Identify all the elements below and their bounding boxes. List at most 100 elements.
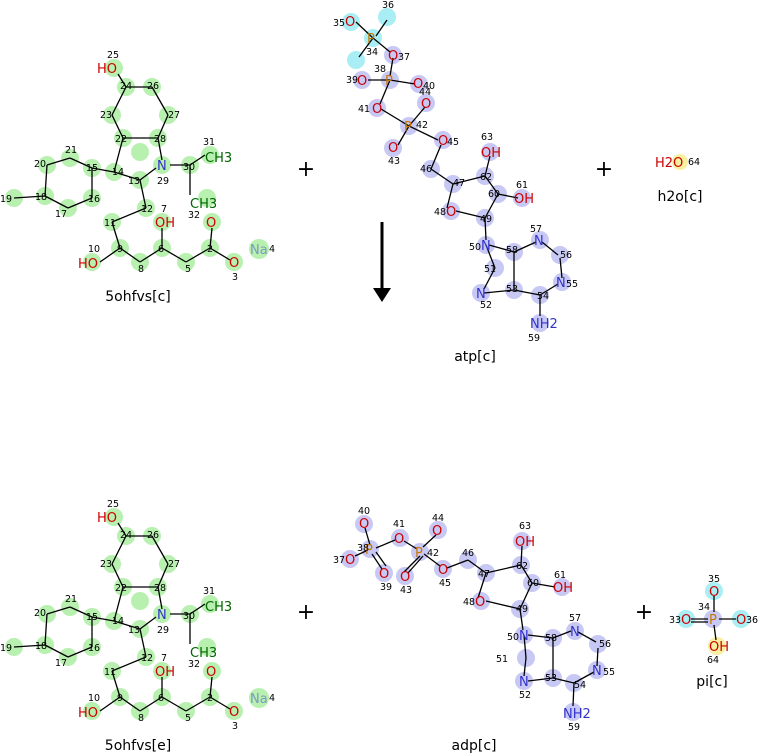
atom-label: Na <box>250 243 268 258</box>
atom-label: O <box>372 102 382 117</box>
atom-number: 58 <box>545 633 557 644</box>
atom-number: 28 <box>154 583 166 594</box>
molecule-pi-c: 35 O 34 P 33 O O 36 OH 64 pi[c] <box>669 574 758 690</box>
atom-label: OH <box>514 192 534 207</box>
atom-number: 53 <box>545 673 557 684</box>
atom-number: 45 <box>439 578 451 589</box>
atom-number: 3 <box>232 721 238 732</box>
atom-number: 49 <box>480 214 492 225</box>
plus-sign: + <box>635 600 653 625</box>
atom-label: O <box>359 517 369 532</box>
atom-number: 38 <box>374 64 386 75</box>
atom-number: 54 <box>574 680 586 691</box>
atom-number: 57 <box>530 224 542 235</box>
atom-number: 6 <box>158 244 164 255</box>
atom-number: 64 <box>707 655 719 666</box>
atom-label: P <box>367 32 375 47</box>
atom-number: 51 <box>496 654 508 665</box>
atom-number: 13 <box>128 176 140 187</box>
atom-label: CH3 <box>205 151 232 166</box>
atom-label: P <box>385 74 393 89</box>
plus-sign: + <box>297 157 315 182</box>
atom-number: 14 <box>112 616 124 627</box>
atom-label: CH3 <box>190 646 217 661</box>
atom-label: Na <box>250 692 268 707</box>
molecule-label-h2o-c: h2o[c] <box>658 189 703 205</box>
atom-number: 29 <box>157 625 169 636</box>
molecule-adp-c: O 40 O 41 O 44 P 38 P 42 O 37 O 39 O 43 … <box>333 506 615 754</box>
atom-number: 52 <box>480 300 492 311</box>
atom-number: 39 <box>380 582 392 593</box>
atom-number: 62 <box>516 561 528 572</box>
atom-number: 58 <box>506 245 518 256</box>
atom-number: 60 <box>488 189 500 200</box>
atom-number: 62 <box>480 172 492 183</box>
atom-label: N <box>476 287 486 302</box>
atom-label: CH3 <box>205 600 232 615</box>
atom-number: 56 <box>599 639 611 650</box>
atom-number: 20 <box>34 608 46 619</box>
atom-number: 44 <box>419 87 431 98</box>
atom-number: 50 <box>507 632 519 643</box>
atom-number: 8 <box>138 713 144 724</box>
atom-number: 42 <box>427 548 439 559</box>
atom-label: P <box>709 613 717 628</box>
atom-label: N <box>519 629 529 644</box>
atom-label: O <box>388 141 398 156</box>
atom-number: 2 <box>207 693 213 704</box>
atom-number: 10 <box>88 693 100 704</box>
atom-number: 59 <box>528 333 540 344</box>
atom-number: 26 <box>147 530 159 541</box>
atom-label: P <box>404 120 412 135</box>
atom-number: 30 <box>183 162 195 173</box>
atom-number: 21 <box>65 594 77 605</box>
atom-number: 5 <box>185 264 191 275</box>
atom-label: NH2 <box>563 707 591 722</box>
atom-number: 35 <box>333 18 345 29</box>
atom-number: 18 <box>35 192 47 203</box>
plus-sign: + <box>595 157 613 182</box>
atom-label: N <box>519 675 529 690</box>
atom-number: 20 <box>34 159 46 170</box>
atom-number: 28 <box>154 134 166 145</box>
atom-number: 55 <box>603 667 615 678</box>
atom-number: 41 <box>393 519 405 530</box>
atom-number: 19 <box>0 643 12 654</box>
atom-number: 3 <box>232 272 238 283</box>
atom-number: 23 <box>100 559 112 570</box>
atom-label: O <box>736 613 746 628</box>
atom-label: N <box>534 234 544 249</box>
atom-number: 29 <box>157 176 169 187</box>
atom-label: N <box>556 276 566 291</box>
atom-label: OH <box>481 146 501 161</box>
atom-label: H2O <box>655 156 683 171</box>
atom-label: P <box>365 543 373 558</box>
atom-number: 46 <box>420 164 432 175</box>
molecule-h2o-c: H2O 64 h2o[c] <box>655 154 702 205</box>
atom-label: O <box>681 613 691 628</box>
atom-number: 23 <box>100 110 112 121</box>
atom-number: 27 <box>168 110 180 121</box>
atom-number: 17 <box>55 658 67 669</box>
molecule-5ohfvs-e: HO 25 24 26 23 27 22 28 21 20 15 14 13 N… <box>0 499 275 754</box>
atom-number: 8 <box>138 264 144 275</box>
atom-number: 24 <box>120 81 132 92</box>
atom-label: O <box>709 585 719 600</box>
atom-label: OH <box>155 216 175 231</box>
atom-number: 18 <box>35 641 47 652</box>
atom-label: O <box>379 567 389 582</box>
atom-label: P <box>415 546 423 561</box>
atom-number: 10 <box>88 244 100 255</box>
molecule-5ohfvs-c: HO 25 24 26 23 27 22 28 21 20 15 14 13 N… <box>0 50 275 305</box>
molecule-label-pi-c: pi[c] <box>696 674 727 690</box>
atom-number: 50 <box>469 242 481 253</box>
atom-label: CH3 <box>190 197 217 212</box>
atom-number: 54 <box>537 291 549 302</box>
atom-number: 64 <box>688 157 700 168</box>
atom-number: 47 <box>478 569 490 580</box>
atom-number: 55 <box>566 279 578 290</box>
atom-number: 6 <box>158 693 164 704</box>
atom-label: O <box>229 705 239 720</box>
atom-number: 30 <box>183 611 195 622</box>
atom-number: 2 <box>207 244 213 255</box>
